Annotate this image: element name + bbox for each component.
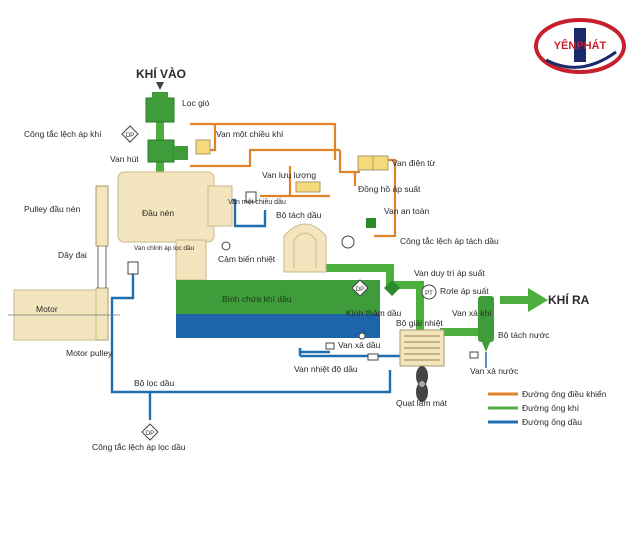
- air-filter-cap: [152, 92, 168, 100]
- pressure-gauge: [341, 235, 355, 249]
- motor-pulley: [95, 287, 109, 341]
- airend-side: [207, 185, 233, 227]
- tank-air-section: [176, 280, 380, 314]
- label-bo-giai-nhiet: Bộ giải nhiệt: [396, 318, 443, 328]
- fan-blade-bottom: [416, 382, 428, 402]
- label-van-xa-khi: Van xả khí: [452, 308, 492, 318]
- label-kinh-tham-dau: Kính thăm dầu: [346, 308, 402, 318]
- oil-sight-glass: [358, 332, 366, 340]
- cooler: [399, 329, 445, 367]
- water-separator-body: [478, 296, 494, 342]
- cooling-fan: [416, 366, 428, 402]
- label-bo-loc-dau: Bộ lọc dầu: [134, 378, 174, 388]
- label-bo-tach-nuoc: Bộ tách nước: [498, 330, 550, 340]
- logo-mark: [574, 28, 586, 62]
- oil-filter-pressure-valve: [127, 261, 139, 275]
- label-van-an-toan: Van an toàn: [384, 206, 429, 216]
- compressor-pulley: [95, 185, 109, 247]
- air-filter-body: [145, 97, 175, 123]
- air-out-arrow: [528, 288, 548, 312]
- cooler-fins: [404, 335, 440, 361]
- label-motor-pulley: Motor pulley: [66, 348, 113, 358]
- label-van-mot-chieu-khi: Van một chiều khí: [216, 129, 284, 139]
- label-bo-tach-dau: Bộ tách dầu: [276, 210, 322, 220]
- legend-label-control: Đường ống điều khiển: [522, 389, 607, 399]
- legend-label-air: Đường ống khí: [522, 403, 580, 413]
- safety-valve: [366, 218, 376, 228]
- dp-air-switch: DP: [121, 125, 139, 143]
- oil-thermo-valve: [367, 353, 379, 361]
- label-van-luu-luong: Van lưu lượng: [262, 170, 316, 180]
- label-van-xa-dau: Van xả dầu: [338, 340, 381, 350]
- fan-blade-top: [416, 366, 428, 386]
- label-binh-chua-khi-dau: Bình chứa khí dầu: [222, 294, 292, 304]
- oil-separator-body: [283, 223, 327, 273]
- dp-air-label: DP: [126, 133, 134, 139]
- airend: [117, 171, 233, 281]
- logo: YÊNPHÁT: [534, 18, 626, 74]
- flow-valve: [295, 181, 321, 193]
- water-separator: [478, 296, 494, 368]
- tank: [176, 280, 380, 338]
- drive: [95, 185, 109, 341]
- label-cong-tac-lech-ap-khi: Công tắc lệch áp khí: [24, 129, 102, 139]
- legend-label-oil: Đường ống dầu: [522, 417, 582, 427]
- label-van-hut: Van hút: [110, 154, 139, 164]
- airend-neck: [175, 239, 207, 281]
- suction-valve-body: [147, 139, 175, 163]
- suction-valve: [147, 139, 188, 163]
- temperature-sensor: [221, 241, 231, 251]
- air-out-heading: KHÍ RA: [548, 292, 590, 307]
- label-van-xa-nuoc: Van xả nước: [470, 366, 519, 376]
- air-check-valve: [195, 139, 211, 155]
- oil-drain-valve: [325, 342, 335, 350]
- air-in-arrow: [156, 82, 164, 90]
- label-van-chinh-ap-loc-dau: Van chỉnh áp lọc dầu: [134, 243, 195, 252]
- dp-separator-switch: DP: [351, 279, 369, 297]
- label-van-nhiet-do-dau: Van nhiệt độ dầu: [294, 364, 358, 374]
- fan-hub: [419, 381, 425, 387]
- label-cong-tac-lech-ap-tach-dau: Công tắc lệch áp tách dầu: [400, 236, 499, 246]
- dp-oil-filter-switch: DP: [141, 423, 159, 441]
- air-filter: [145, 82, 175, 123]
- logo-swoosh: [545, 50, 617, 69]
- label-pulley-dau-nen: Pulley đầu nén: [24, 204, 81, 214]
- label-cong-tac-lech-ap-loc-dau: Công tắc lệch áp lọc dầu: [92, 442, 186, 452]
- min-pressure-valve: [384, 280, 400, 296]
- label-role-ap-suat: Rơle áp suất: [440, 286, 489, 296]
- air-in-heading: KHÍ VÀO: [136, 66, 186, 81]
- control-lines: [190, 122, 397, 238]
- label-dong-ho-ap-suat: Đồng hồ áp suất: [358, 184, 421, 194]
- oil-separator: [283, 223, 327, 273]
- suction-valve-cap: [174, 146, 188, 160]
- dp-separator-label: DP: [356, 287, 364, 293]
- label-quat-lam-mat: Quạt làm mát: [396, 398, 448, 408]
- label-cam-bien-nhiet: Cảm biến nhiệt: [218, 254, 276, 264]
- label-van-duy-tri-ap-suat: Van duy trì áp suất: [414, 268, 485, 278]
- pressure-switch: [421, 284, 437, 300]
- logo-text: YÊNPHÁT: [554, 39, 607, 52]
- label-van-mot-chieu-dau: Van một chiều dầu: [228, 197, 286, 206]
- dp-oil-filter-label: DP: [146, 431, 154, 437]
- label-day-dai: Dây đai: [58, 250, 87, 260]
- oil-check-valve: [245, 191, 257, 203]
- airend-body: [117, 171, 215, 243]
- label-van-dien-tu: Van điện từ: [392, 158, 436, 168]
- label-dau-nen: Đầu nén: [142, 208, 174, 218]
- label-motor: Motor: [36, 304, 58, 314]
- solenoid-valve: [357, 155, 389, 171]
- oil-lines: [110, 198, 420, 420]
- tank-oil-section: [176, 314, 380, 338]
- legend: Đường ống điều khiển Đường ống khí Đường…: [488, 389, 607, 427]
- water-separator-bottom: [482, 342, 490, 352]
- water-drain-valve: [469, 351, 479, 359]
- pt-label: PT: [425, 291, 433, 297]
- label-loc-gio: Lọc gió: [182, 98, 210, 108]
- oil-separator-element: [293, 232, 317, 268]
- logo-ring: [534, 18, 626, 74]
